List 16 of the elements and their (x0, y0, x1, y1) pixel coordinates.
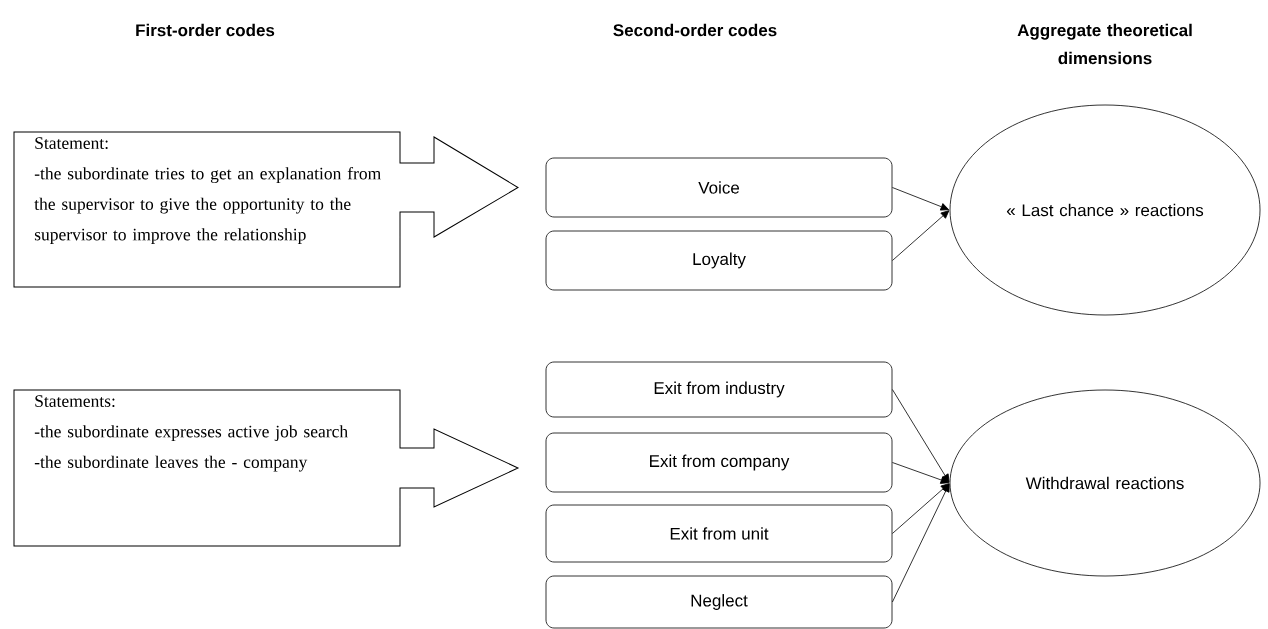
rounded-box: Neglect (545, 575, 893, 629)
arrow (892, 462, 950, 484)
rounded-box: Exit from unit (545, 504, 893, 563)
arrow-callout-box: Statement: -the subordinate tries to get an explanation from the supervisor to give the opportunity to the supervisor to improve the relationship (13, 131, 519, 288)
column-heading: First-order codes (136, 23, 275, 37)
arrow (892, 389, 950, 483)
column-heading: Aggregate theoretical dimensions (1017, 23, 1192, 65)
rounded-box: Exit from industry (545, 361, 893, 418)
arrow (892, 187, 950, 211)
rounded-box: Loyalty (545, 230, 893, 291)
column-heading: Second-order codes (613, 23, 777, 37)
rounded-box: Exit from company (545, 432, 893, 493)
rounded-box: Voice (545, 157, 893, 218)
arrow (892, 483, 950, 603)
arrow-callout-box: Statements: -the subordinate expresses active job search -the subordinate leaves the - company (13, 389, 519, 547)
arrow (892, 210, 950, 261)
